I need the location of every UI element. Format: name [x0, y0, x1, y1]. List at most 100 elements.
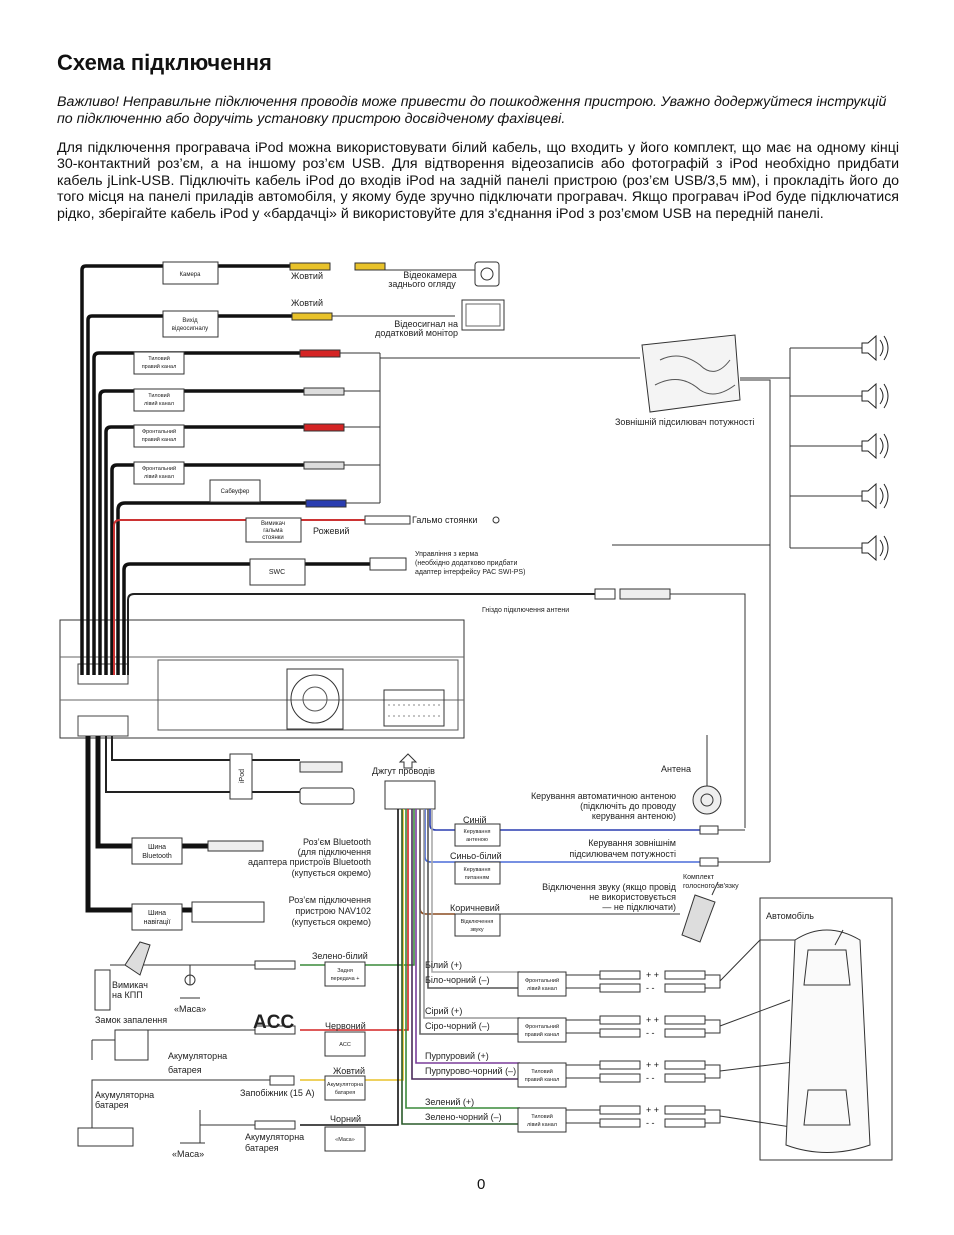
ground-label-1: «Маса»: [174, 1004, 206, 1014]
antenna-icon: [692, 735, 722, 815]
rear-camera-label-1: Відеокамера: [403, 270, 457, 280]
svg-text:+ +: + +: [646, 1060, 659, 1070]
battery-box: [324, 1075, 366, 1101]
svg-text:- -: - -: [646, 1028, 655, 1038]
auto-antenna-label-1: Керування автоматичною антеною: [531, 791, 676, 801]
brake-box: [245, 517, 302, 543]
navigation-box-label-1: Шина: [148, 910, 166, 917]
green-black-label: Зелено-чорний (–): [425, 1112, 502, 1122]
steering-label-2: (необхідно додатково придбати: [415, 559, 517, 567]
bluetooth-label-1: Роз’єм Bluetooth: [303, 837, 371, 847]
swc-label: SWC: [269, 569, 285, 576]
battery-icon: [77, 1127, 134, 1147]
headset-label-1: Комплект: [683, 874, 715, 881]
bluetooth-label-4: (купується окремо): [292, 868, 371, 878]
amp-control-label-2: підсилювачем потужності: [569, 849, 676, 859]
pink-wire: [113, 519, 365, 675]
brake-label-1: Вимикач: [261, 521, 285, 527]
green-white-label: Зелено-білий: [312, 951, 368, 961]
power-control-label-2: питанням: [465, 875, 490, 881]
gear-switch-label-2: на КПП: [112, 990, 143, 1000]
swc-connector: [369, 557, 407, 571]
bluetooth-box-label-2: Bluetooth: [142, 853, 172, 860]
camera-box-label: Камера: [180, 272, 202, 278]
steering-label-1: Управління з керма: [415, 550, 478, 558]
navigation-label-2: пристрою NAV102: [295, 906, 371, 916]
speaker-front-right-box: [517, 1017, 567, 1043]
sp-front-right-label-1: Фронтальний: [525, 1023, 559, 1030]
ground-box-label: «Маса»: [335, 1137, 355, 1143]
navigation-plug: [191, 901, 265, 923]
phone-icon: [681, 881, 719, 943]
amplifier-icon: [641, 334, 741, 413]
amplifier-to-speakers: [612, 347, 862, 549]
swc-box: [249, 558, 306, 586]
steering-label-3: адаптер інтерфейсу PAC SWI-PS): [415, 568, 525, 576]
mute-label-3: — не підключати): [602, 902, 676, 912]
brown-label: Коричневий: [450, 903, 500, 913]
sp-front-left-label-2: лівий канал: [527, 985, 557, 992]
rear-right-box: [133, 351, 185, 375]
subwoofer-label: Сабвуфер: [221, 489, 250, 495]
ground-box: [324, 1126, 366, 1152]
brake-label-3: стоянки: [262, 535, 284, 541]
amp-control-label-1: Керування зовнішнім: [588, 838, 676, 848]
acc-box-label: ACC: [339, 1042, 351, 1048]
battery-b-label-2: батарея: [95, 1100, 129, 1110]
sp-rear-right-label-2: правий канал: [525, 1076, 560, 1083]
rca-plugs: [289, 262, 386, 508]
black-label: Чорний: [330, 1114, 361, 1124]
antenna-control-label-1: Керування: [464, 829, 491, 835]
video-out-box: [162, 310, 219, 338]
control-lines: [500, 545, 771, 915]
white-black-label: Біло-чорний (–): [425, 975, 490, 985]
speaker-rear-right-box: [517, 1062, 567, 1088]
white-plus-label: Білий (+): [425, 960, 462, 970]
car-label: Автомобіль: [766, 911, 814, 921]
bluetooth-label-2: (для підключення: [298, 847, 371, 857]
sp-rear-left-label-1: Тиловий: [531, 1113, 553, 1120]
reverse-label-1: Задня: [337, 968, 353, 974]
usb-icon: [299, 787, 355, 805]
yellow-label-2: Жовтий: [291, 298, 323, 308]
navigation-box-label-2: навігації: [144, 918, 171, 926]
small-wires: [105, 593, 595, 793]
front-left-label-1: Фронтальний: [142, 465, 176, 472]
svg-text:- -: - -: [646, 1118, 655, 1128]
car-icon: [759, 897, 893, 1161]
antenna-jack-label: Гніздо підключення антени: [482, 606, 569, 614]
antenna-label: Антена: [661, 764, 691, 774]
camera-icon: [474, 261, 500, 287]
fuse-label: Запобіжник (15 A): [240, 1088, 314, 1098]
battery-b-label-1: Акумуляторна: [95, 1090, 154, 1100]
harness-socket: [383, 689, 445, 727]
auto-antenna-label-3: керування антеною): [592, 811, 676, 821]
rear-left-label-2: лівий канал: [144, 400, 174, 407]
battery-a-label-2: батарея: [168, 1065, 202, 1075]
monitor-icon: [461, 299, 505, 331]
speaker-front-left-box: [517, 971, 567, 997]
power-control-label-1: Керування: [464, 867, 491, 873]
camera-box: [162, 261, 219, 285]
page-title: Схема підключення: [57, 50, 272, 75]
sp-rear-right-label-1: Тиловий: [531, 1068, 553, 1075]
battery-box-label-2: батарея: [335, 1090, 356, 1096]
bluetooth-plug: [207, 840, 264, 852]
gear-switch-label-1: Вимикач: [112, 980, 148, 990]
intro-text: Для підключення програвача iPod можна ви…: [57, 140, 899, 222]
brake-icon: [492, 516, 500, 524]
blue-white-label: Синьо-білий: [450, 851, 502, 861]
navigation-box: [131, 903, 183, 931]
harness-wires: [300, 809, 700, 1126]
harness-connector: [384, 780, 436, 810]
blue-label: Синій: [463, 815, 487, 825]
front-right-label-1: Фронтальний: [142, 428, 176, 435]
rear-camera-label-2: заднього огляду: [388, 279, 456, 289]
monitor-label-2: додатковий монітор: [375, 328, 458, 338]
auto-antenna-label-2: (підключіть до проводу: [580, 801, 676, 811]
harness-arrow-icon: [398, 753, 418, 769]
warning-text: Важливо! Неправильне підключення проводі…: [57, 94, 887, 127]
battery-a-label-1: Акумуляторна: [168, 1051, 227, 1061]
rca-cables: [80, 264, 370, 675]
